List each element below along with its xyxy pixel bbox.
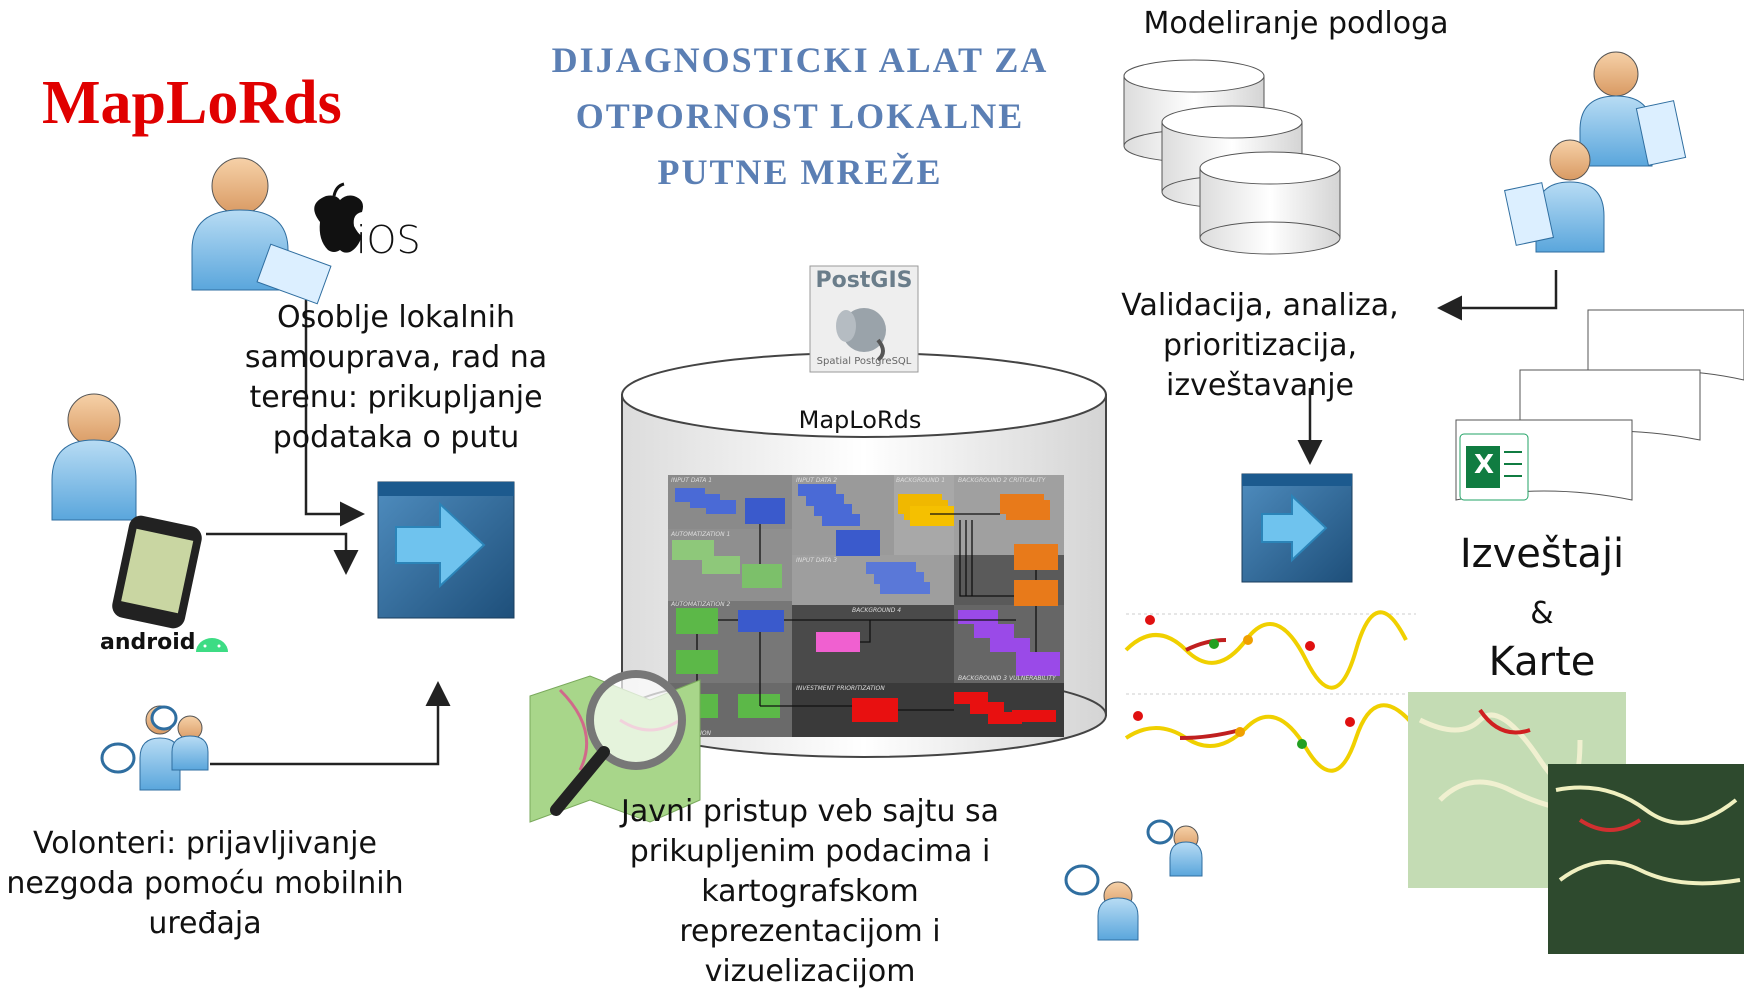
ios-label: iOS <box>356 218 421 262</box>
public-user-icons <box>1064 819 1203 941</box>
volunteer-icons <box>100 705 209 791</box>
title-line: PUTNE MREŽE <box>657 152 943 192</box>
android-label: android <box>100 630 196 655</box>
svg-text:BACKGROUND 3 VULNERABILITY: BACKGROUND 3 VULNERABILITY <box>958 675 1057 682</box>
svg-text:INPUT DATA 3: INPUT DATA 3 <box>796 557 837 564</box>
title-line: DIJAGNOSTICKI ALAT ZA <box>551 40 1049 80</box>
postgis-logo <box>809 265 919 373</box>
validation-label: Validacija, analiza, prioritizacija, izv… <box>1070 286 1450 406</box>
postgis-subtitle: Spatial PostgreSQL <box>816 356 912 367</box>
staff-line: terenu: prikupljanje <box>249 380 543 415</box>
svg-text:AUTOMATIZATION 2: AUTOMATIZATION 2 <box>670 601 730 608</box>
ampersand-label: & <box>1530 596 1554 631</box>
public-line: vizuelizacijom <box>704 954 916 989</box>
svg-text:BACKGROUND 4: BACKGROUND 4 <box>852 607 901 614</box>
field-staff-icon <box>191 157 332 305</box>
staff-line: samouprava, rad na <box>244 340 548 375</box>
excel-letter: X <box>1473 450 1495 480</box>
svg-text:BACKGROUND 1: BACKGROUND 1 <box>896 477 945 484</box>
staff-label: Osoblje lokalnih samouprava, rad na tere… <box>236 298 556 458</box>
svg-text:INPUT DATA 1: INPUT DATA 1 <box>671 477 712 484</box>
mobile-user-icon <box>51 393 202 629</box>
public-line: kartografskom <box>701 874 919 909</box>
title-line: OTPORNOST LOKALNE <box>575 96 1025 136</box>
brand-logo: MapLoRds <box>42 69 342 137</box>
analyst-icons <box>1504 51 1687 253</box>
public-access-label: Javni pristup veb sajtu sa prikupljenim … <box>620 792 1000 992</box>
excel-icon <box>1459 433 1529 501</box>
staff-line: Osoblje lokalnih <box>277 300 515 335</box>
android-icon <box>196 638 228 652</box>
svg-text:INVESTMENT PRIORITIZATION: INVESTMENT PRIORITIZATION <box>796 685 885 692</box>
process-box-left <box>377 481 515 619</box>
svg-text:BACKGROUND 2 CRITICALITY: BACKGROUND 2 CRITICALITY <box>958 477 1047 484</box>
reports-label: Izveštaji <box>1459 531 1625 577</box>
volunteers-label: Volonteri: prijavljivanje nezgoda pomoću… <box>0 824 410 944</box>
validation-line: Validacija, analiza, <box>1121 288 1399 323</box>
svg-text:AUTOMATIZATION 1: AUTOMATIZATION 1 <box>670 531 730 538</box>
public-line: Javni pristup veb sajtu sa <box>620 794 1000 829</box>
apple-icon <box>314 182 363 253</box>
maps-label: Karte <box>1488 639 1596 685</box>
modeling-label: Modeliranje podloga <box>1143 6 1449 41</box>
database-label: MapLoRds <box>798 406 922 434</box>
modeling-database-icon <box>1123 59 1341 255</box>
openstreetmap-icon <box>529 670 701 823</box>
volunteers-line: nezgoda pomoću mobilnih <box>6 866 404 901</box>
postgis-title: PostGIS <box>815 268 913 293</box>
flow-arrows <box>206 270 1558 766</box>
public-line: prikupljenim podacima i <box>629 834 991 869</box>
public-line: reprezentacijom i <box>679 914 941 949</box>
road-profile-charts <box>1124 610 1418 773</box>
page-title: DIJAGNOSTICKI ALAT ZA OTPORNOST LOKALNE … <box>520 32 1080 200</box>
process-box-right <box>1241 473 1353 583</box>
volunteers-line: Volonteri: prijavljivanje <box>33 826 377 861</box>
process-flowchart: INPUT DATA 1 INPUT DATA 2 BACKGROUND 1 B… <box>668 475 1064 737</box>
validation-line: prioritizacija, izveštavanje <box>1162 328 1358 403</box>
terrain-map-satellite <box>1548 764 1744 954</box>
staff-line: podataka o putu <box>272 420 520 455</box>
volunteers-line: uređaja <box>148 906 262 941</box>
svg-text:INPUT DATA 2: INPUT DATA 2 <box>796 477 837 484</box>
